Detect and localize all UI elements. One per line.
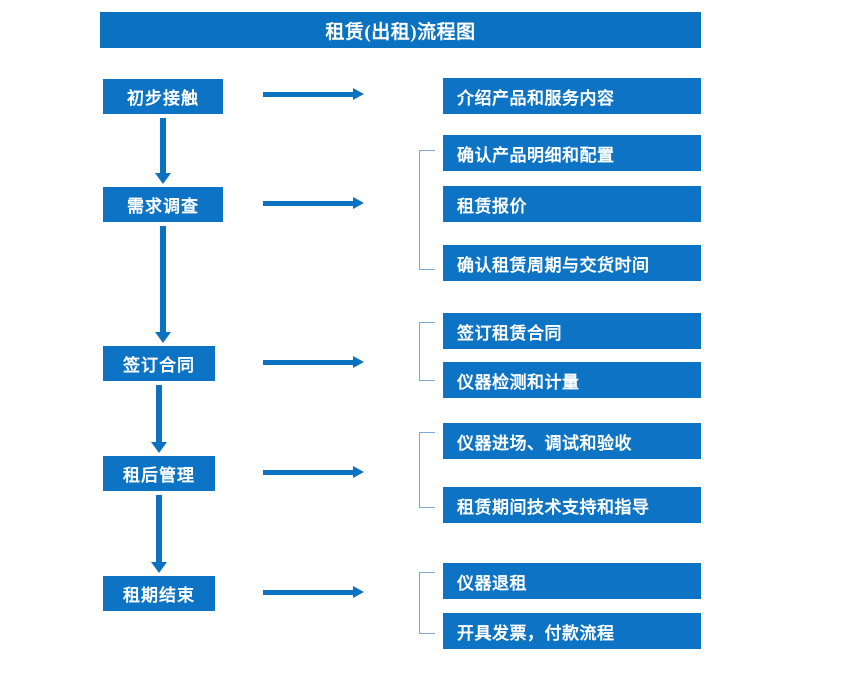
arrow-right-icon-2: [263, 197, 364, 209]
group-bracket-2: [419, 150, 435, 270]
group-bracket-4: [419, 432, 435, 508]
detail-box-5-2[interactable]: 开具发票，付款流程: [443, 613, 701, 649]
diagram-title: 租赁(出租)流程图: [100, 12, 701, 48]
detail-box-2-1[interactable]: 确认产品明细和配置: [443, 135, 701, 171]
stage-box-2[interactable]: 需求调查: [103, 187, 223, 222]
arrow-down-icon-1: [155, 118, 171, 184]
arrow-right-icon-4: [263, 466, 364, 478]
detail-box-4-1[interactable]: 仪器进场、调试和验收: [443, 423, 701, 459]
detail-box-3-1[interactable]: 签订租赁合同: [443, 313, 701, 349]
group-bracket-3: [419, 322, 435, 381]
detail-box-1-1[interactable]: 介绍产品和服务内容: [443, 78, 701, 114]
detail-box-2-2[interactable]: 租赁报价: [443, 186, 701, 222]
arrow-down-icon-2: [155, 226, 171, 343]
detail-box-3-2[interactable]: 仪器检测和计量: [443, 362, 701, 398]
arrow-right-icon-5: [263, 586, 364, 598]
arrow-down-icon-4: [151, 495, 167, 573]
arrow-right-icon-3: [263, 356, 364, 368]
stage-box-1[interactable]: 初步接触: [103, 79, 223, 114]
detail-box-4-2[interactable]: 租赁期间技术支持和指导: [443, 487, 701, 523]
detail-box-5-1[interactable]: 仪器退租: [443, 563, 701, 599]
arrow-down-icon-3: [151, 385, 167, 453]
arrow-right-icon-1: [263, 88, 364, 100]
stage-box-4[interactable]: 租后管理: [103, 456, 215, 491]
stage-box-3[interactable]: 签订合同: [103, 346, 215, 381]
detail-box-2-3[interactable]: 确认租赁周期与交货时间: [443, 245, 701, 281]
stage-box-5[interactable]: 租期结束: [103, 576, 215, 611]
group-bracket-5: [419, 572, 435, 634]
